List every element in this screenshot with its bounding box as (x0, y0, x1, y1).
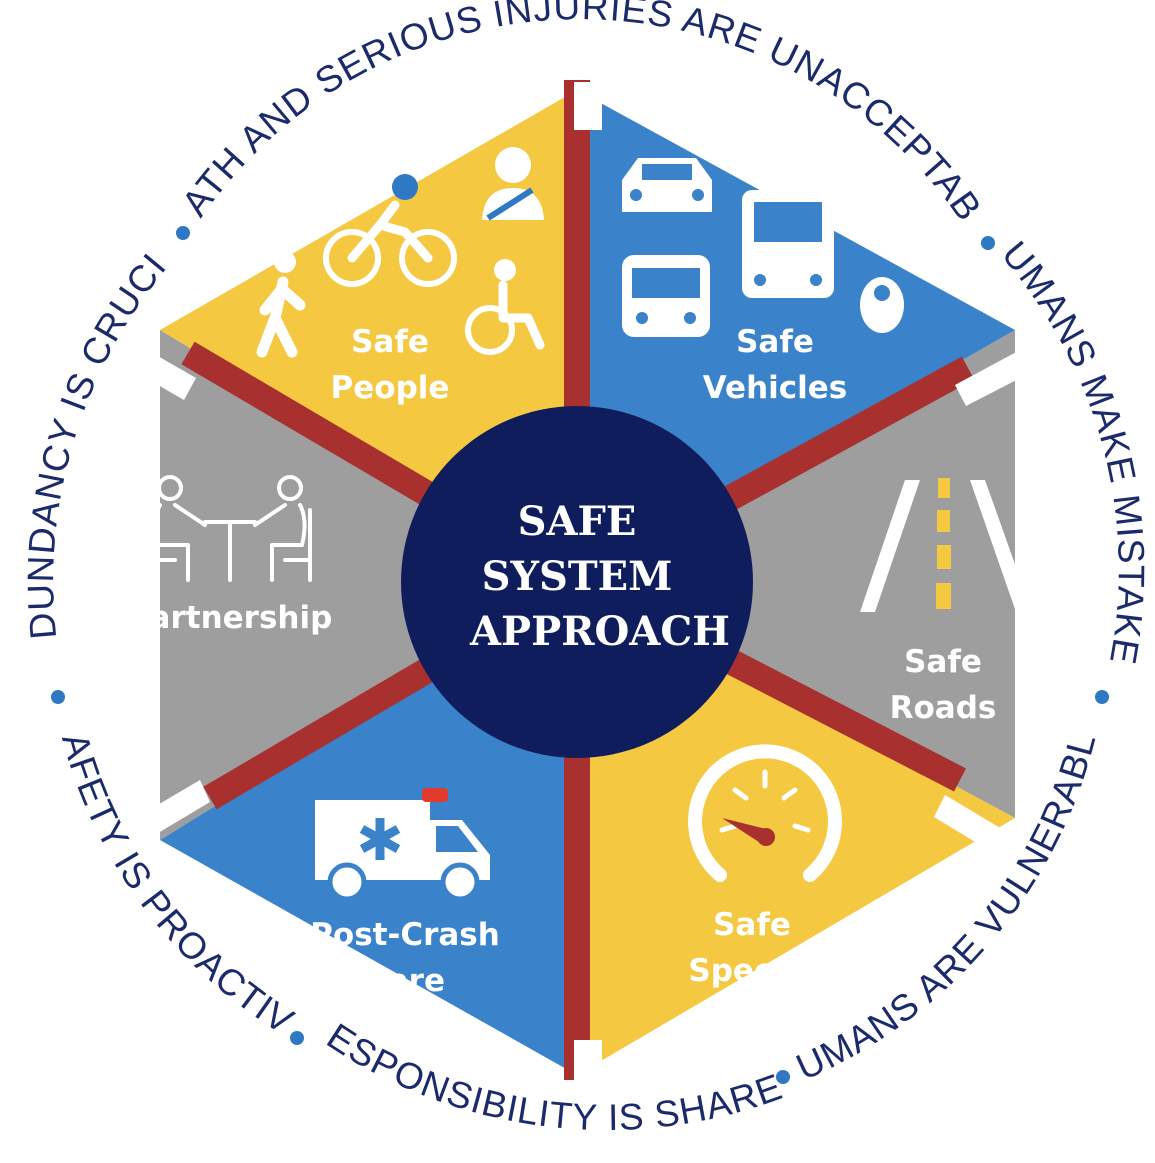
center-title-3: APPROACH (469, 608, 730, 655)
gap (574, 82, 602, 130)
label-safe-speeds-1: Safe (713, 907, 791, 943)
label-safe-vehicles-2: Vehicles (703, 370, 848, 406)
meeting-table-icon (148, 475, 312, 582)
gap (955, 350, 1032, 406)
separator-dot (1095, 690, 1109, 704)
label-safe-speeds-2: Speeds (688, 953, 815, 989)
car-truck-bus-motorcycle-icon (622, 158, 904, 337)
gap (118, 340, 196, 400)
gap (574, 1040, 602, 1088)
label-safe-people-1: Safe (351, 324, 429, 360)
label-post-crash-2: Care (365, 963, 445, 999)
label-safe-people-2: People (331, 370, 450, 406)
road-lanes-icon (860, 478, 1032, 612)
label-safe-roads-1: Safe (904, 644, 982, 680)
label-safe-vehicles-1: Safe (736, 324, 814, 360)
segment-partnership (160, 330, 577, 840)
center-title-1: SAFE (518, 498, 637, 545)
separator-dot (176, 226, 190, 240)
gap (934, 795, 1012, 857)
pedestrian-cyclist-driver-wheelchair-icon (256, 147, 545, 358)
ambulance-icon (315, 788, 490, 902)
separator-dot (776, 1070, 790, 1084)
label-safe-roads-2: Roads (890, 690, 997, 726)
label-partnership: Partnership (128, 600, 333, 636)
gap (132, 780, 210, 842)
label-post-crash-1: Post-Crash (310, 917, 500, 953)
center-title-2: SYSTEM (482, 553, 673, 600)
separator-dot (290, 1031, 304, 1045)
center-hub: SAFE SYSTEM APPROACH (401, 406, 753, 758)
separator-dot (981, 236, 995, 250)
speedometer-icon (688, 744, 842, 882)
separator-dot (51, 690, 65, 704)
segment-safe-roads (577, 330, 1015, 818)
